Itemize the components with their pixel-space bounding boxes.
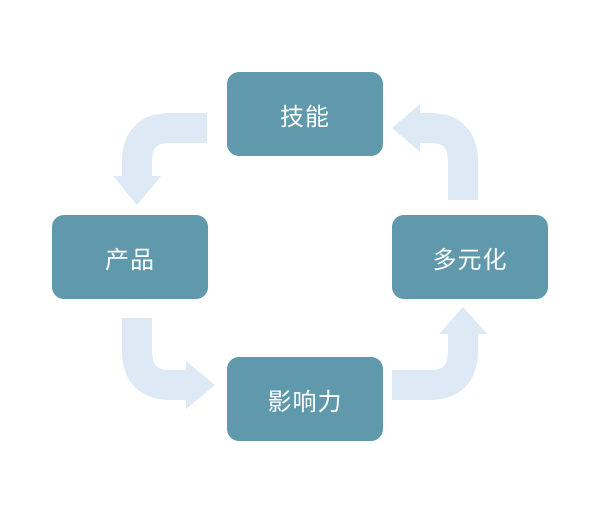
arrowhead-influence-to-diversification xyxy=(439,307,487,334)
arrow-product-to-influence xyxy=(122,318,188,400)
arrowhead-skill-to-product xyxy=(113,176,161,205)
node-diversification-label: 多元化 xyxy=(432,245,508,274)
node-influence-label: 影响力 xyxy=(267,387,343,416)
arrow-skill-to-product xyxy=(122,113,207,178)
node-skill: 技能 xyxy=(227,72,383,156)
arrow-influence-to-diversification xyxy=(392,332,478,400)
node-influence: 影响力 xyxy=(227,357,383,441)
arrow-diversification-to-skill xyxy=(415,113,478,200)
node-product: 产品 xyxy=(52,215,208,299)
node-diversification: 多元化 xyxy=(392,215,548,299)
node-skill-label: 技能 xyxy=(280,102,330,131)
arrowhead-product-to-influence xyxy=(186,361,215,409)
arrowhead-diversification-to-skill xyxy=(392,104,420,152)
node-product-label: 产品 xyxy=(105,245,155,274)
